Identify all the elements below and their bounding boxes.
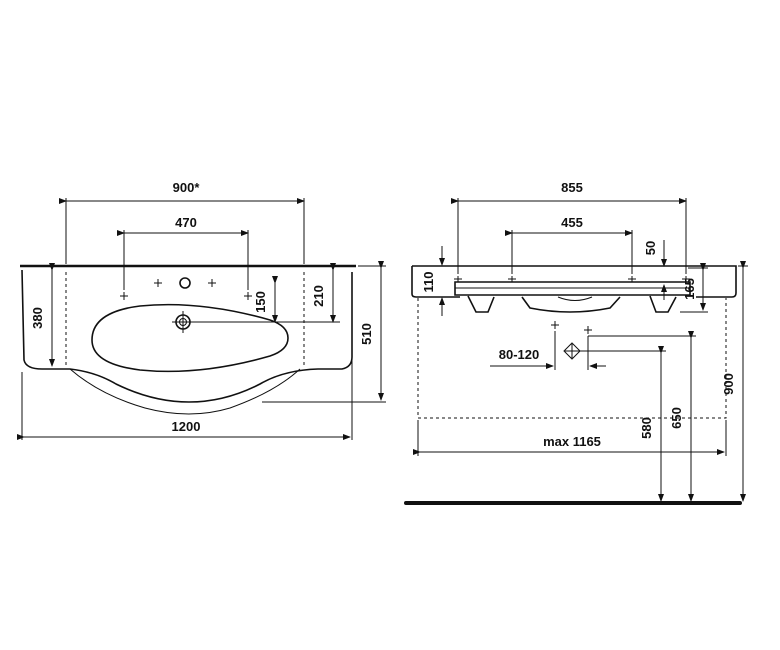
dim-165: 165	[680, 263, 708, 313]
dim-110-label: 110	[421, 272, 436, 293]
dim-50-label: 50	[643, 241, 658, 255]
dim-900: 900*	[59, 180, 305, 264]
side-slab	[411, 265, 737, 419]
dim-900-label: 900*	[173, 180, 201, 195]
dim-80-120: 80-120	[490, 331, 606, 370]
dim-900-height-label: 900	[721, 373, 736, 395]
dim-80-120-label: 80-120	[499, 347, 539, 362]
dim-510: 510	[262, 261, 386, 403]
dim-455: 455	[505, 215, 633, 274]
trap-outlet	[551, 321, 592, 360]
dim-380: 380	[30, 263, 55, 367]
dim-650: 650	[588, 331, 696, 502]
dim-580-label: 580	[639, 417, 654, 439]
dim-210: 210	[282, 263, 340, 323]
side-view: 855 455 50 110 165	[404, 180, 748, 505]
dim-50: 50	[643, 240, 667, 300]
dim-510-label: 510	[359, 323, 374, 345]
dim-110: 110	[421, 246, 445, 316]
dim-150: 150	[190, 276, 282, 323]
dim-580: 580	[572, 346, 666, 502]
dim-455-label: 455	[561, 215, 583, 230]
dim-470-label: 470	[175, 215, 197, 230]
dim-900-height: 900	[721, 261, 748, 502]
front-view: 900* 470 380 150 210 510	[17, 180, 386, 440]
dim-165-label: 165	[682, 278, 697, 300]
dim-1200: 1200	[17, 360, 353, 440]
dim-max-1165-label: max 1165	[543, 434, 601, 449]
dim-470: 470	[117, 215, 249, 290]
dim-210-label: 210	[311, 285, 326, 307]
dim-380-label: 380	[30, 307, 45, 329]
dim-max-1165: max 1165	[413, 420, 727, 456]
dim-855: 855	[451, 180, 687, 274]
countertop-outline	[20, 264, 356, 415]
dim-1200-label: 1200	[172, 419, 201, 434]
dim-855-label: 855	[561, 180, 583, 195]
dim-650-label: 650	[669, 407, 684, 429]
dim-150-label: 150	[253, 291, 268, 313]
